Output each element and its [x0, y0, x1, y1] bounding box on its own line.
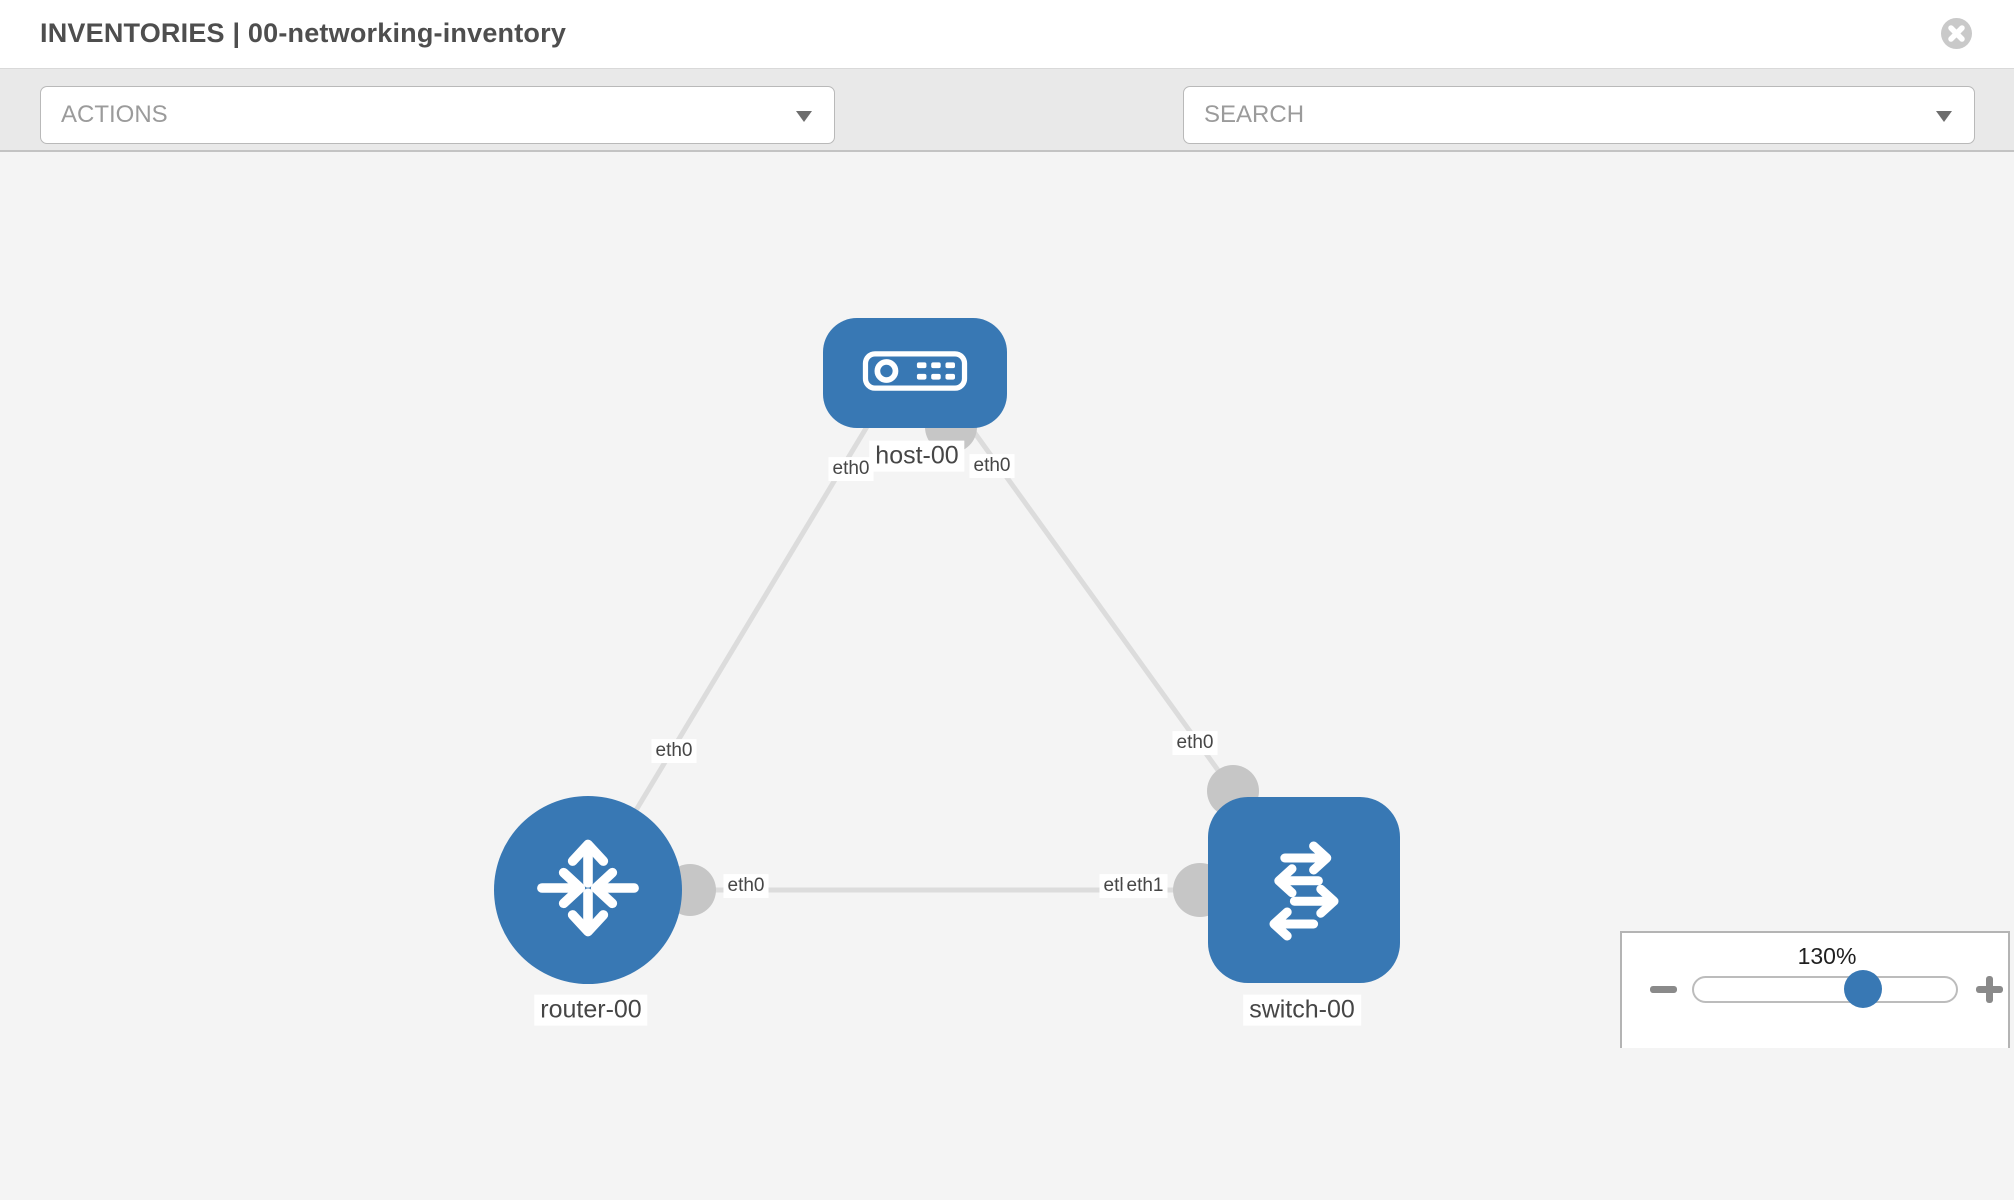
zoom-in-button[interactable] [1972, 972, 2007, 1007]
chevron-down-icon [1936, 111, 1952, 122]
chevron-down-icon [796, 111, 812, 122]
toolbar: ACTIONS SEARCH [0, 69, 2014, 202]
page-title: INVENTORIES | 00-networking-inventory [40, 18, 567, 48]
zoom-slider-track[interactable] [1692, 976, 1958, 1003]
edge-router-host [585, 398, 886, 892]
zoom-out-button[interactable] [1650, 986, 1677, 993]
host-icon [861, 350, 969, 396]
if-label-switch-top: eth1 [1122, 874, 1168, 898]
node-label-router: router-00 [534, 994, 648, 1026]
node-router-00[interactable] [494, 796, 682, 984]
zoom-level-value: 130% [1797, 943, 1857, 969]
if-label-router-right: eth0 [723, 874, 769, 898]
if-label-host-right: eth0 [969, 454, 1015, 478]
node-switch-00[interactable] [1208, 797, 1400, 983]
if-label-edge-host-switch: eth0 [1172, 731, 1218, 755]
node-label-switch: switch-00 [1243, 994, 1361, 1026]
close-button[interactable] [1941, 18, 1972, 49]
zoom-control: 130% [1620, 931, 2010, 1048]
plus-icon [1986, 976, 1993, 1003]
zoom-slider-handle[interactable] [1844, 970, 1882, 1008]
node-host-00[interactable] [823, 318, 1007, 428]
actions-dropdown-label: ACTIONS [61, 101, 168, 128]
if-label-edge-router-host: eth0 [651, 739, 697, 763]
header-bar: INVENTORIES | 00-networking-inventory [0, 0, 2014, 69]
node-label-host: host-00 [869, 440, 965, 472]
search-dropdown-label: SEARCH [1204, 101, 1305, 128]
switch-icon [1243, 828, 1365, 953]
if-label-host-left: eth0 [828, 457, 874, 481]
search-dropdown[interactable]: SEARCH [1183, 86, 1975, 144]
router-icon [524, 824, 652, 957]
actions-dropdown[interactable]: ACTIONS [40, 86, 835, 144]
